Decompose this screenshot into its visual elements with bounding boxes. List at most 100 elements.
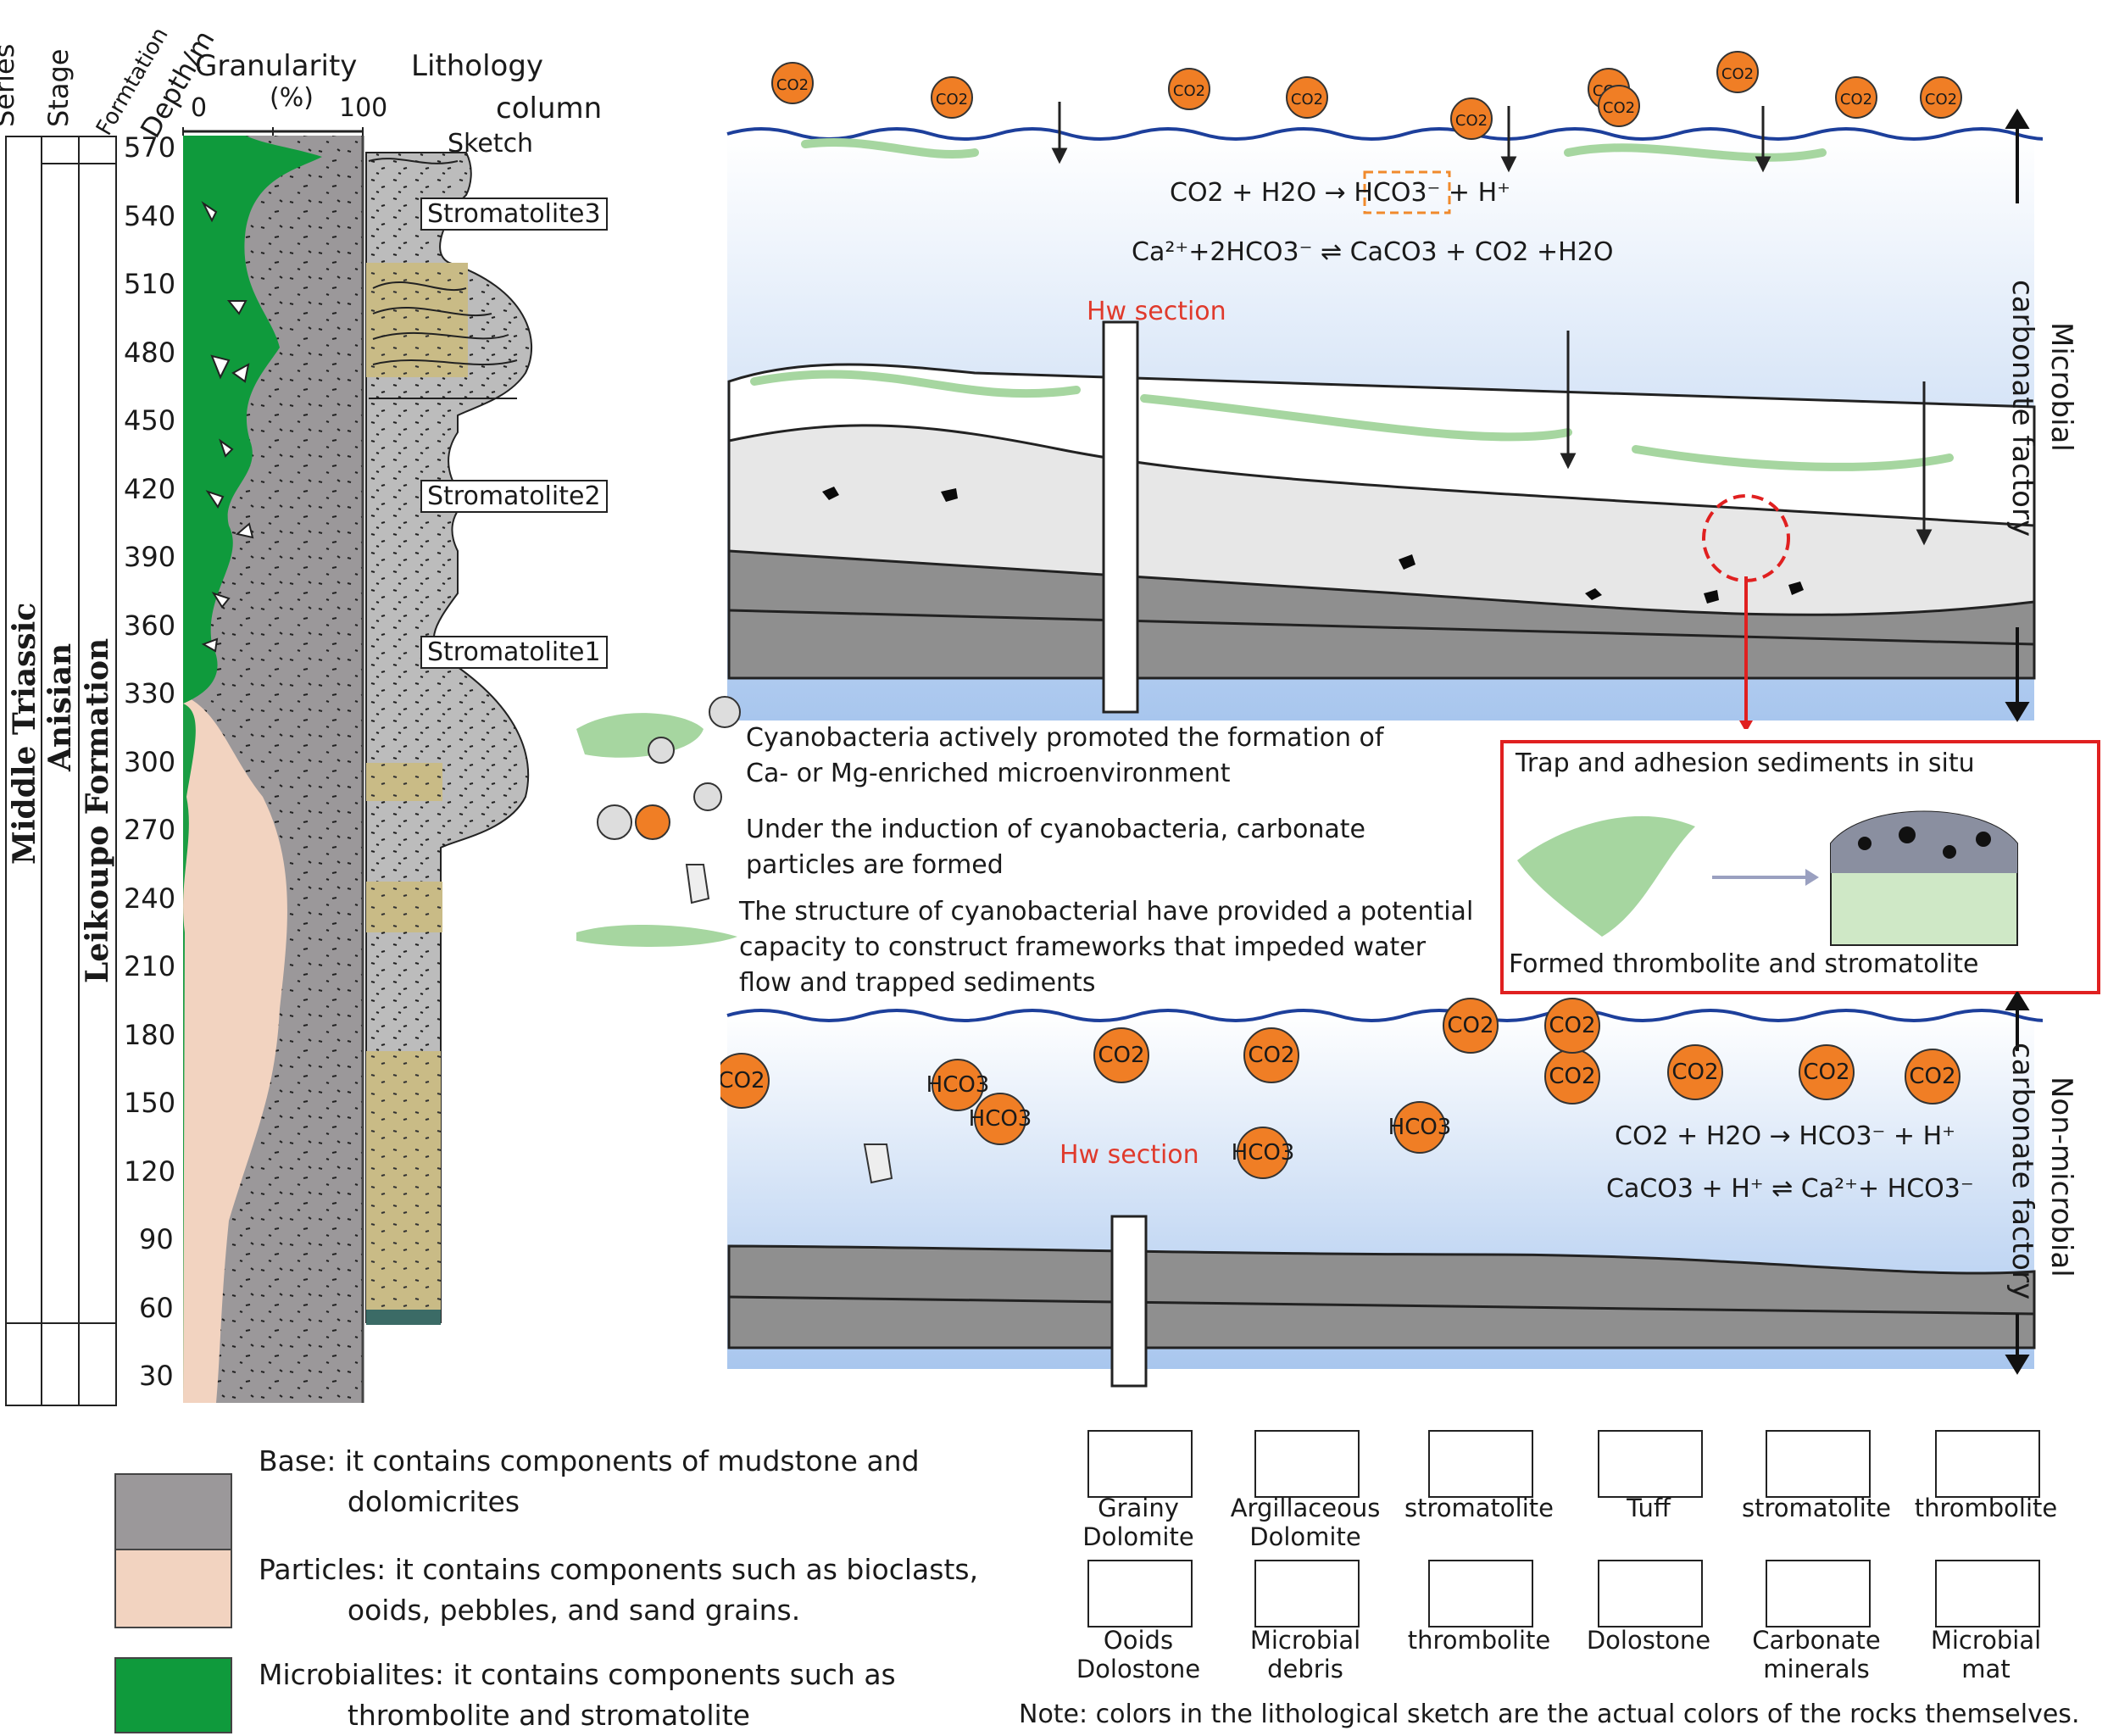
hco3-text: HCO3: [1232, 1140, 1295, 1166]
explanation-2: Under the induction of cyanobacteria, ca…: [746, 815, 1365, 880]
co2-text: CO2: [1291, 91, 1323, 108]
hco3-text: HCO3: [1388, 1115, 1452, 1140]
legend-symbol-swatch: [1766, 1430, 1871, 1498]
legend-symbol-label: Ooids Dolostone: [1076, 1626, 1201, 1683]
co2-circle: [1443, 998, 1499, 1054]
co2-text: CO2: [1840, 91, 1872, 108]
legend-symbol-swatch: [1254, 1560, 1360, 1628]
explanation-1: Cyanobacteria actively promoted the form…: [746, 723, 1384, 788]
co2-text: CO2: [1248, 1043, 1294, 1068]
legend-symbol-label: thrombolite: [1407, 1626, 1551, 1655]
co2-circle: [1286, 76, 1328, 119]
co2-circle: [771, 62, 814, 104]
depth-tick-label: 30: [139, 1360, 174, 1392]
legend-symbol-label: Grainy Dolomite: [1082, 1494, 1194, 1551]
stage-header: Stage: [42, 48, 75, 127]
granularity-unit: (%): [270, 83, 314, 113]
co2-circle: [1667, 1044, 1723, 1100]
legend-symbol-swatch: [1598, 1430, 1703, 1498]
co2-circle: [1243, 1027, 1299, 1083]
legend-symbol-swatch: [1935, 1560, 2040, 1628]
depth-tick-label: 240: [124, 882, 176, 915]
depth-tick-label: 420: [124, 472, 176, 505]
inset-title: Trap and adhesion sediments in situ: [1516, 748, 1975, 778]
legend-symbol-label: Microbial mat: [1930, 1626, 2042, 1683]
legend-symbol-swatch: [1598, 1560, 1703, 1628]
depth-tick-label: 330: [124, 677, 176, 709]
depth-tick-label: 480: [124, 336, 176, 369]
legend-symbol-label: Argillaceous Dolomite: [1230, 1494, 1381, 1551]
co2-text: CO2: [1098, 1043, 1144, 1068]
co2-circle: [1168, 68, 1210, 110]
legend-microbialites-text: Microbialites: it contains components su…: [259, 1658, 896, 1732]
co2-text: CO2: [1909, 1064, 1955, 1089]
legend-particles: [114, 1549, 232, 1628]
upper-reaction-1: CO2 + H2O → HCO3⁻ + H⁺: [1170, 178, 1510, 208]
stromatolite1-label: Stromatolite1: [420, 636, 608, 669]
stromatolite1-text: Stromatolite1: [427, 637, 601, 667]
co2-circle: [1450, 97, 1493, 140]
co2-text: CO2: [1455, 112, 1488, 130]
legend-symbol-swatch: [1766, 1560, 1871, 1628]
granularity-header: Granularity: [195, 49, 358, 83]
depth-tick-label: 270: [124, 814, 176, 846]
depth-tick-label: 300: [124, 745, 176, 778]
legend-symbol-swatch: [1428, 1430, 1533, 1498]
co2-circle: [1835, 76, 1877, 119]
series-base-line: [5, 1322, 115, 1324]
co2-text: CO2: [1173, 82, 1205, 100]
co2-text: CO2: [1671, 1060, 1718, 1085]
co2-circle: [931, 76, 973, 119]
stromatolite2-label: Stromatolite2: [420, 480, 608, 513]
legend-symbol-label: Tuff: [1627, 1494, 1671, 1522]
legend-symbol-swatch: [1428, 1560, 1533, 1628]
lower-reaction-1: CO2 + H2O → HCO3⁻ + H⁺: [1615, 1121, 1955, 1151]
co2-text: CO2: [1549, 1064, 1595, 1089]
legend-symbol-swatch: [1254, 1430, 1360, 1498]
hco3-circle: [932, 1059, 984, 1111]
stage-value: Anisian: [42, 643, 78, 771]
legend-symbol-label: stromatolite: [1404, 1494, 1554, 1522]
co2-circle: [1093, 1027, 1149, 1083]
co2-text: CO2: [1603, 99, 1635, 117]
co2-text: CO2: [776, 76, 809, 94]
upper-section-label: Hw section: [1087, 297, 1226, 326]
depth-tick-label: 90: [139, 1223, 174, 1255]
explanation-icons: [576, 696, 741, 947]
stage-top-line: [41, 163, 115, 164]
hco3-circle: [974, 1093, 1026, 1145]
formation-box: [78, 136, 117, 1406]
legend-symbol-label: Microbial debris: [1249, 1626, 1361, 1683]
legend-symbol-swatch: [1087, 1560, 1193, 1628]
legend-symbol-label: stromatolite: [1742, 1494, 1891, 1522]
co2-text: CO2: [1721, 65, 1754, 83]
lower-section-label: Hw section: [1060, 1140, 1199, 1170]
co2-text: CO2: [1447, 1013, 1493, 1038]
lower-side-label-2: carbonate factory: [2005, 1043, 2039, 1300]
hco3-text: HCO3: [926, 1072, 990, 1098]
legend-symbol-swatch: [1087, 1430, 1193, 1498]
upper-side-label-2: carbonate factory: [2005, 280, 2039, 537]
depth-tick-label: 210: [124, 950, 176, 982]
depth-tick-label: 60: [139, 1291, 174, 1324]
explanation-3: The structure of cyanobacterial have pro…: [739, 897, 1474, 998]
legend-particles-text: Particles: it contains components such a…: [259, 1553, 979, 1627]
legend-microbialites: [114, 1657, 232, 1733]
depth-tick-label: 150: [124, 1087, 176, 1119]
inset-caption: Formed thrombolite and stromatolite: [1509, 949, 1979, 979]
co2-text: CO2: [1925, 91, 1957, 108]
strat-column: Series Stage Formtation Depth/m Granular…: [0, 0, 608, 1411]
legend-base-text: Base: it contains components of mudstone…: [259, 1444, 920, 1518]
co2-circle: [1920, 76, 1962, 119]
series-value: Middle Triassic: [7, 602, 42, 865]
legend-symbol-label: thrombolite: [1914, 1494, 2058, 1522]
depth-tick-label: 180: [124, 1018, 176, 1051]
co2-circle: [1716, 51, 1759, 93]
lower-reaction-2: CaCO3 + H⁺ ⇌ Ca²⁺+ HCO3⁻: [1606, 1174, 1974, 1204]
stromatolite3-text: Stromatolite3: [427, 199, 601, 229]
legend-symbol-label: Carbonate minerals: [1752, 1626, 1881, 1683]
co2-text: CO2: [1803, 1060, 1849, 1085]
co2-text: CO2: [936, 91, 968, 108]
upper-side-label-1: Microbial: [2044, 322, 2078, 452]
hco3-text: HCO3: [969, 1106, 1032, 1132]
